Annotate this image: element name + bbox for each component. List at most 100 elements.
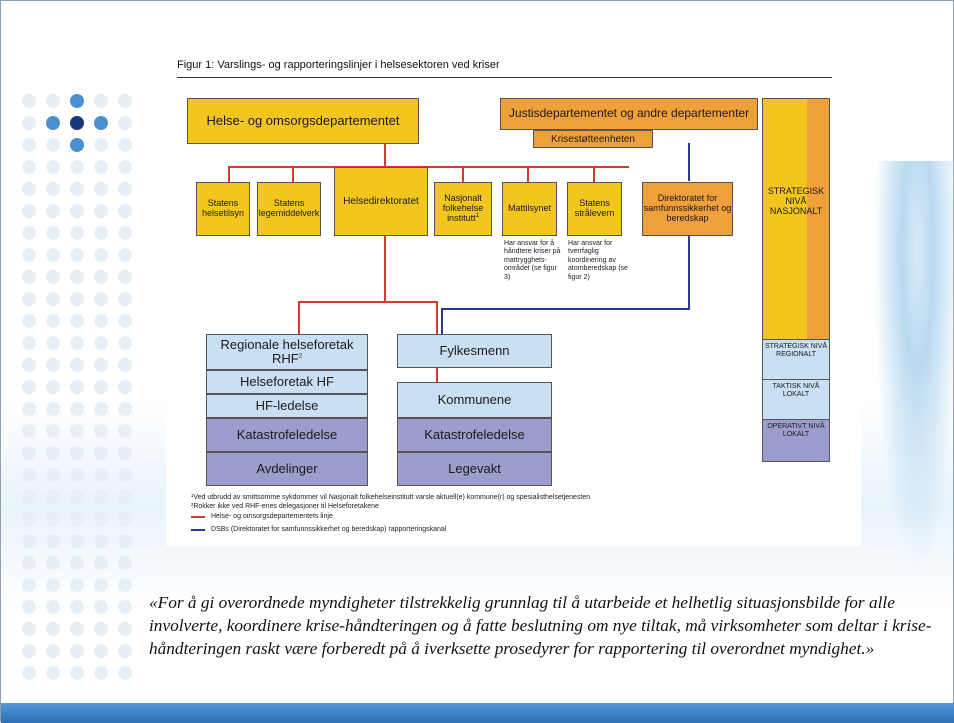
decorative-dot bbox=[70, 160, 84, 174]
level-taktisk-lokalt: TAKTISK NIVÅ LOKALT bbox=[763, 379, 829, 419]
decorative-dot bbox=[94, 226, 108, 240]
decorative-dot bbox=[22, 314, 36, 328]
level-strategisk-nasjonalt: STRATEGISK NIVÅ NASJONALT bbox=[767, 186, 825, 216]
decorative-dot bbox=[46, 490, 60, 504]
box-label: Fylkesmenn bbox=[439, 342, 510, 358]
decorative-dot bbox=[22, 94, 36, 108]
decorative-dot bbox=[46, 644, 60, 658]
red-line-to-stralevern bbox=[593, 166, 595, 182]
decorative-dot bbox=[94, 116, 108, 130]
footnote-2: ²Rokker ikke ved RHF-enes delegasjoner t… bbox=[191, 503, 379, 511]
dot-grid-decoration bbox=[1, 1, 141, 701]
decorative-dot bbox=[118, 424, 132, 438]
footnote-marker-2: 2 bbox=[298, 353, 303, 360]
red-line-to-legemiddelverk bbox=[292, 166, 294, 182]
decorative-dot bbox=[94, 468, 108, 482]
water-decoration bbox=[861, 161, 954, 661]
decorative-dot bbox=[22, 468, 36, 482]
decorative-dot bbox=[46, 424, 60, 438]
decorative-dot bbox=[22, 402, 36, 416]
decorative-dot bbox=[118, 358, 132, 372]
box-hf-ledelse: HF-ledelse bbox=[206, 394, 368, 418]
box-justisdepartementet: Justisdepartementet og andre departement… bbox=[500, 98, 758, 130]
decorative-dot bbox=[94, 160, 108, 174]
decorative-dot bbox=[22, 644, 36, 658]
decorative-dot bbox=[118, 644, 132, 658]
decorative-dot bbox=[70, 622, 84, 636]
blue-line-jd-to-dsb bbox=[688, 143, 690, 181]
decorative-dot bbox=[22, 292, 36, 306]
decorative-dot bbox=[70, 336, 84, 350]
box-label: Helse- og omsorgsdepartementet bbox=[206, 112, 400, 128]
decorative-dot bbox=[22, 138, 36, 152]
decorative-dot bbox=[118, 622, 132, 636]
decorative-dot bbox=[70, 292, 84, 306]
decorative-dot bbox=[70, 94, 84, 108]
decorative-dot bbox=[22, 160, 36, 174]
decorative-dot bbox=[94, 138, 108, 152]
decorative-dot bbox=[118, 248, 132, 262]
decorative-dot bbox=[46, 204, 60, 218]
decorative-dot bbox=[70, 534, 84, 548]
decorative-dot bbox=[94, 380, 108, 394]
level-orange-band bbox=[807, 99, 829, 339]
blue-line-dsb-down bbox=[688, 236, 690, 309]
decorative-dot bbox=[46, 358, 60, 372]
decorative-dot bbox=[118, 402, 132, 416]
red-line-to-mattilsynet bbox=[527, 166, 529, 182]
level-operativt-lokalt: OPERATIVT NIVÅ LOKALT bbox=[763, 419, 829, 461]
decorative-dot bbox=[94, 94, 108, 108]
decorative-dot bbox=[94, 490, 108, 504]
decorative-dot bbox=[118, 600, 132, 614]
box-statens-legemiddelverk: Statens legemiddelverk bbox=[257, 182, 321, 236]
box-dsb: Direktoratet for samfunnssikkerhet og be… bbox=[642, 182, 733, 236]
note-stralevern: Har ansvar for tverrfaglig koordinering … bbox=[568, 240, 628, 281]
decorative-dot bbox=[46, 116, 60, 130]
box-krisestotteenheten: Krisestøtteenheten bbox=[533, 130, 653, 148]
decorative-dot bbox=[70, 666, 84, 680]
footnote-marker-1: 1 bbox=[475, 213, 479, 220]
box-label: Legevakt bbox=[448, 460, 501, 476]
box-label: Helseforetak HF bbox=[240, 373, 334, 389]
decorative-dot bbox=[118, 336, 132, 350]
decorative-dot bbox=[22, 600, 36, 614]
decorative-dot bbox=[70, 248, 84, 262]
box-label: Helsedirektoratet bbox=[343, 196, 419, 207]
box-label: Nasjonalt folkehelse institutt bbox=[442, 192, 484, 224]
decorative-dot bbox=[22, 622, 36, 636]
red-line-hod-down bbox=[384, 143, 386, 167]
decorative-dot bbox=[118, 292, 132, 306]
decorative-dot bbox=[94, 622, 108, 636]
decorative-dot bbox=[94, 358, 108, 372]
decorative-dot bbox=[94, 292, 108, 306]
decorative-dot bbox=[46, 556, 60, 570]
box-helsedirektoratet: Helsedirektoratet bbox=[334, 167, 428, 236]
decorative-dot bbox=[22, 182, 36, 196]
red-line-horizontal-top bbox=[228, 166, 629, 168]
decorative-dot bbox=[118, 182, 132, 196]
level-strategisk-regionalt: STRATEGISK NIVÅ REGIONALT bbox=[763, 339, 829, 379]
box-label: Katastrofeledelse bbox=[236, 426, 338, 442]
decorative-dot bbox=[94, 402, 108, 416]
legend-swatch-blue bbox=[191, 528, 205, 531]
box-katastrofeledelse-right: Katastrofeledelse bbox=[397, 418, 552, 452]
decorative-dot bbox=[22, 666, 36, 680]
red-line-to-fylkesmenn bbox=[436, 301, 438, 334]
decorative-dot bbox=[118, 226, 132, 240]
decorative-dot bbox=[70, 512, 84, 526]
decorative-dot bbox=[94, 446, 108, 460]
decorative-dot bbox=[46, 402, 60, 416]
decorative-dot bbox=[70, 402, 84, 416]
decorative-dot bbox=[94, 512, 108, 526]
decorative-dot bbox=[46, 248, 60, 262]
box-label: Krisestøtteenheten bbox=[551, 133, 635, 145]
red-line-to-rhf bbox=[298, 301, 300, 334]
box-avdelinger: Avdelinger bbox=[206, 452, 368, 486]
decorative-dot bbox=[94, 248, 108, 262]
decorative-dot bbox=[22, 116, 36, 130]
decorative-dot bbox=[94, 534, 108, 548]
decorative-dot bbox=[70, 358, 84, 372]
decorative-dot bbox=[94, 666, 108, 680]
box-helse-omsorgsdepartementet: Helse- og omsorgsdepartementet bbox=[187, 98, 419, 144]
decorative-dot bbox=[118, 270, 132, 284]
